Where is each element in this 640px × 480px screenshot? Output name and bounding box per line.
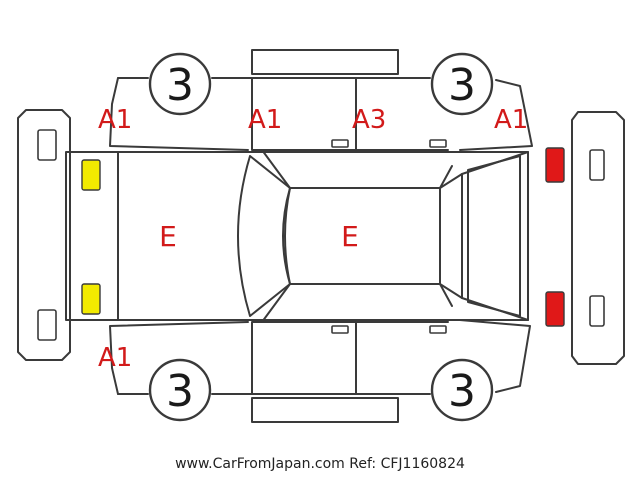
right-side-panels (109, 319, 531, 423)
front-lamp-lower (81, 283, 101, 315)
damage-front-left-door: A1 (248, 105, 282, 135)
tire-rear-right-value: 3 (448, 366, 476, 417)
watermark-ref: www.CarFromJapan.com Ref: CFJ1160824 (175, 456, 465, 472)
rear-lamps (545, 147, 565, 327)
damage-front-left-fender: A1 (98, 105, 132, 135)
front-lamp-upper (81, 159, 101, 191)
tire-front-right-value: 3 (166, 366, 194, 417)
tire-rear-right: 3 (430, 358, 494, 422)
tire-front-left-value: 3 (166, 60, 194, 111)
damage-rear-left-door: A3 (352, 105, 386, 135)
damage-rear-left-quarter: A1 (494, 105, 528, 135)
front-lamps (81, 159, 101, 315)
tire-front-left: 3 (148, 52, 212, 116)
tire-rear-left-value: 3 (448, 60, 476, 111)
damage-front-right-fender: A1 (98, 343, 132, 373)
rear-lamp-lower (545, 291, 565, 327)
tire-rear-left: 3 (430, 52, 494, 116)
rear-bumper (571, 111, 625, 365)
area-hood-grade: E (159, 220, 177, 253)
car-body-top (65, 149, 529, 323)
left-side-panels (109, 49, 533, 151)
front-bumper (17, 109, 71, 361)
rear-lamp-upper (545, 147, 565, 183)
area-roof-grade: E (341, 220, 359, 253)
tire-front-right: 3 (148, 358, 212, 422)
